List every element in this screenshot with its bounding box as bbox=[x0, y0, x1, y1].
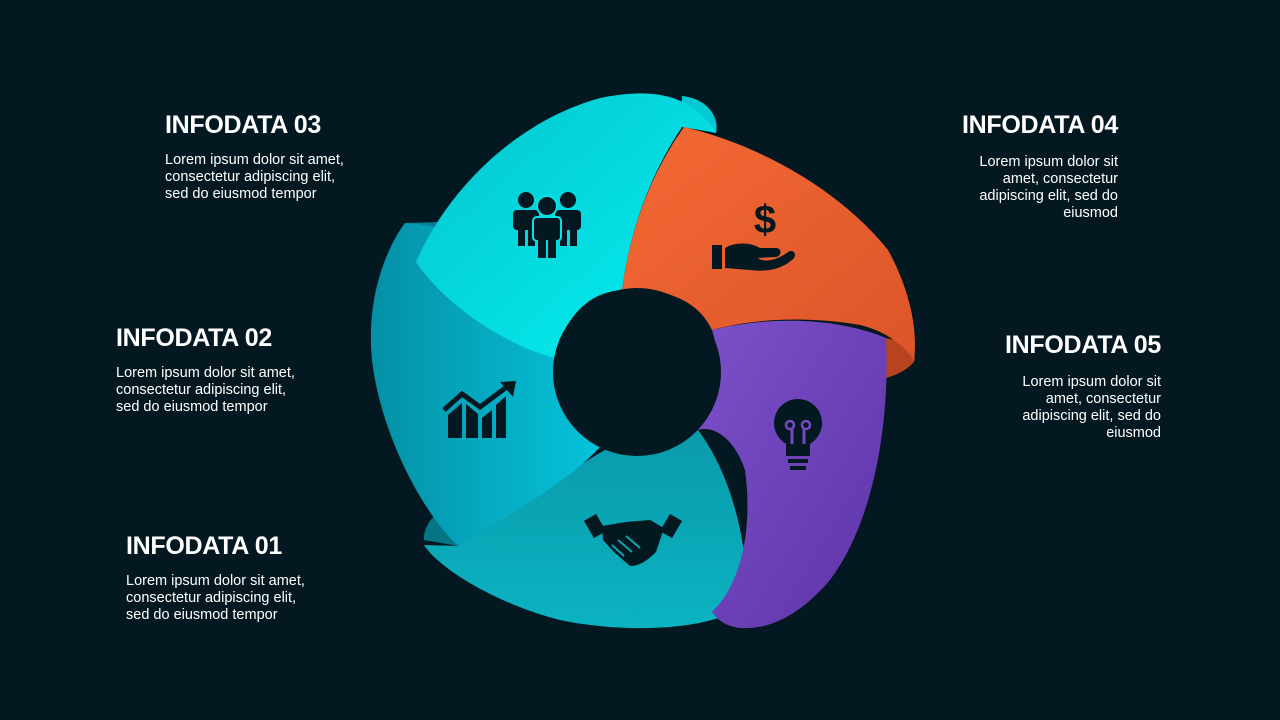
info-block-03: INFODATA 03 Lorem ipsum dolor sit amet, … bbox=[165, 111, 405, 203]
info-title: INFODATA 05 bbox=[1005, 331, 1161, 359]
segment-02 bbox=[370, 223, 600, 546]
center-hole bbox=[553, 288, 721, 456]
segment-04 bbox=[622, 127, 915, 360]
segment-05 bbox=[698, 320, 887, 629]
handshake-icon bbox=[583, 513, 683, 566]
info-body: Lorem ipsum dolor sit amet, consectetur … bbox=[1022, 374, 1161, 441]
info-block-01: INFODATA 01 Lorem ipsum dolor sit amet, … bbox=[126, 532, 366, 624]
segment-01 bbox=[424, 430, 748, 629]
info-title: INFODATA 03 bbox=[165, 111, 321, 139]
svg-text:$: $ bbox=[754, 198, 776, 242]
info-body: Lorem ipsum dolor sit amet, consectetur … bbox=[116, 365, 295, 415]
info-block-05: INFODATA 05 Lorem ipsum dolor sit amet, … bbox=[921, 331, 1161, 442]
growth-chart-icon bbox=[442, 381, 516, 438]
team-icon bbox=[513, 192, 581, 258]
info-title: INFODATA 04 bbox=[962, 111, 1118, 139]
lightbulb-icon bbox=[774, 399, 822, 470]
info-title: INFODATA 01 bbox=[126, 532, 282, 560]
info-block-04: INFODATA 04 Lorem ipsum dolor sit amet, … bbox=[878, 111, 1118, 222]
info-body: Lorem ipsum dolor sit amet, consectetur … bbox=[979, 154, 1118, 221]
info-body: Lorem ipsum dolor sit amet, consectetur … bbox=[126, 573, 305, 623]
info-block-02: INFODATA 02 Lorem ipsum dolor sit amet, … bbox=[116, 324, 356, 416]
info-body: Lorem ipsum dolor sit amet, consectetur … bbox=[165, 152, 344, 202]
money-hand-icon: $ bbox=[712, 198, 795, 271]
info-title: INFODATA 02 bbox=[116, 324, 272, 352]
